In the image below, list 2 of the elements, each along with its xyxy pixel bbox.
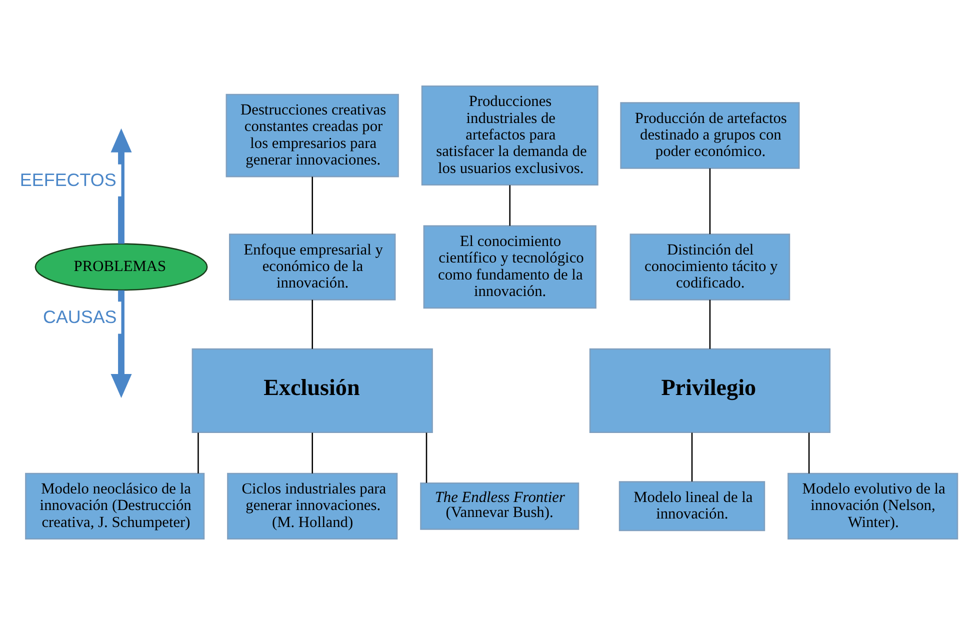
edge-label: CAUSAS bbox=[43, 306, 117, 327]
edge-label: EEFECTOS bbox=[20, 169, 116, 190]
